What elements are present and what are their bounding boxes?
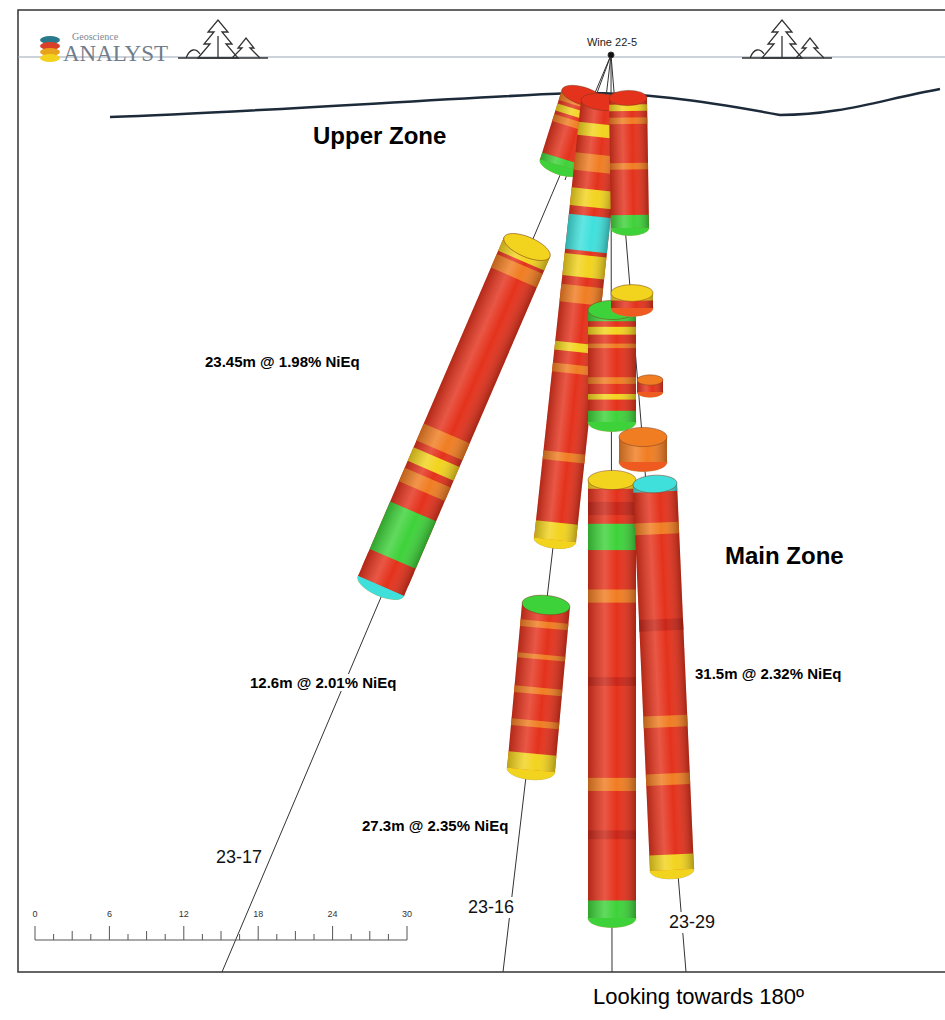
interval-cylinder (609, 90, 649, 236)
interval-cylinder (611, 285, 653, 317)
view-direction: Looking towards 180º (593, 984, 804, 1009)
topography-line (110, 89, 940, 117)
assay-intervals (354, 81, 694, 928)
scale-number: 30 (402, 909, 412, 919)
interval-cylinder (637, 375, 663, 397)
hole-id: 23-16 (466, 897, 516, 918)
interval-cylinder (633, 474, 695, 880)
interval-cylinder (588, 470, 636, 927)
scale-number: 6 (107, 909, 112, 919)
hole-id: 23-17 (214, 847, 264, 868)
scale-number: 18 (253, 909, 263, 919)
interval-cylinder (506, 593, 571, 781)
logo-text: Geoscience (72, 31, 118, 43)
intercept-label: 31.5m @ 2.32% NiEq (693, 665, 843, 682)
interval-cylinder (619, 427, 667, 471)
interval-cylinder (354, 228, 554, 605)
logo-text: ANALYST (63, 41, 168, 67)
frame (18, 10, 945, 972)
scale-number: 0 (32, 909, 37, 919)
collar-dot (608, 52, 614, 58)
intercept-label: 12.6m @ 2.01% NiEq (248, 674, 398, 691)
scale-number: 12 (179, 909, 189, 919)
intercept-label: 23.45m @ 1.98% NiEq (203, 353, 362, 370)
tree-symbols (178, 20, 832, 58)
scale-bar (35, 926, 407, 940)
scale-number: 24 (328, 909, 338, 919)
hole-id: 23-29 (667, 912, 717, 933)
zone-label: Upper Zone (313, 122, 446, 150)
intercept-label: 27.3m @ 2.35% NiEq (360, 817, 510, 834)
interval-cylinder (588, 300, 636, 431)
collar-label: Wine 22-5 (587, 36, 637, 49)
logo-icon (40, 36, 60, 62)
drill-traces (222, 52, 686, 972)
zone-label: Main Zone (725, 542, 844, 570)
